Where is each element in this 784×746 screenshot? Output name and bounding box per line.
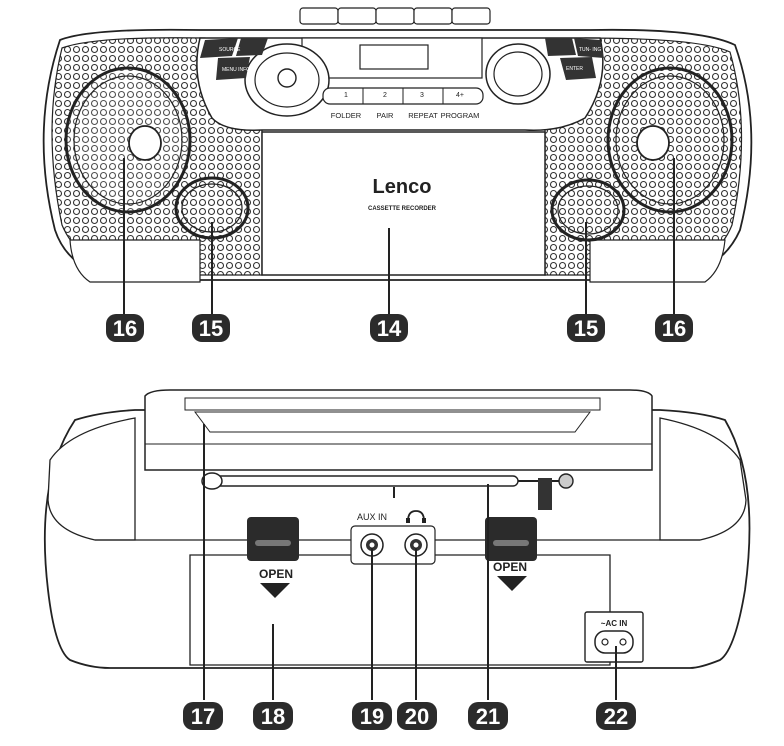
back-view: OPEN OPEN AUX IN xyxy=(43,389,751,730)
callout-18: 18 xyxy=(253,702,293,730)
program-label: PROGRAM xyxy=(441,111,480,120)
cassette-door xyxy=(261,131,546,276)
menu-info-label: MENU INFO xyxy=(222,67,250,73)
telescopic-antenna xyxy=(201,472,574,510)
cassette-recorder-label: CASSETTE RECORDER xyxy=(368,206,437,212)
back-callouts: 17 18 19 20 21 22 xyxy=(183,702,636,730)
svg-text:17: 17 xyxy=(191,704,215,729)
right-tweeter xyxy=(550,178,626,242)
preset-4-number: 4+ xyxy=(456,92,464,99)
preset-1-number: 1 xyxy=(344,92,348,99)
headphones-icon xyxy=(407,510,425,522)
right-foot xyxy=(589,239,726,283)
svg-text:14: 14 xyxy=(377,316,402,341)
open-label-right: OPEN xyxy=(493,560,527,574)
svg-text:15: 15 xyxy=(574,316,598,341)
ac-in-label: ~AC IN xyxy=(601,619,628,628)
battery-latch-left: OPEN xyxy=(247,517,299,598)
callout-22: 22 xyxy=(596,702,636,730)
left-woofer xyxy=(64,66,192,214)
callout-20: 20 xyxy=(397,702,437,730)
left-control-buttons: SOURCE MENU INFO xyxy=(200,38,268,80)
pair-label: PAIR xyxy=(377,111,395,120)
callout-14: 14 xyxy=(370,314,408,342)
repeat-label: REPEAT xyxy=(408,111,438,120)
svg-text:16: 16 xyxy=(113,316,137,341)
front-view: SOURCE MENU INFO TUN- ING ENTER 1 2 3 4+… xyxy=(42,7,753,342)
folder-label: FOLDER xyxy=(331,111,362,120)
right-woofer xyxy=(606,66,734,214)
headphone-jack xyxy=(404,533,428,557)
left-foot xyxy=(69,239,201,283)
enter-button-label: ENTER xyxy=(566,66,583,72)
ac-in-socket: ~AC IN xyxy=(584,611,644,663)
svg-text:15: 15 xyxy=(199,316,223,341)
power-button xyxy=(244,43,330,117)
open-label-left: OPEN xyxy=(259,567,293,581)
front-leader-lines xyxy=(123,158,675,318)
brand-logo: Lenco xyxy=(373,176,432,198)
back-leader-lines xyxy=(203,424,617,700)
svg-text:22: 22 xyxy=(604,704,628,729)
tuning-button-label: TUN- ING xyxy=(579,47,601,53)
volume-knob xyxy=(485,43,551,105)
preset-3-number: 3 xyxy=(420,92,424,99)
callout-19: 19 xyxy=(352,702,392,730)
svg-text:19: 19 xyxy=(360,704,384,729)
callout-16-left: 16 xyxy=(106,314,144,342)
callout-15-right: 15 xyxy=(567,314,605,342)
right-control-buttons: TUN- ING ENTER xyxy=(545,38,604,80)
callout-17: 17 xyxy=(183,702,223,730)
aux-in-label: AUX IN xyxy=(357,512,387,522)
battery-latch-right: OPEN xyxy=(485,517,537,591)
callout-16-right: 16 xyxy=(655,314,693,342)
svg-text:20: 20 xyxy=(405,704,429,729)
aux-in-jack xyxy=(360,533,384,557)
svg-text:18: 18 xyxy=(261,704,285,729)
preset-2-number: 2 xyxy=(383,92,387,99)
source-button-label: SOURCE xyxy=(219,47,241,53)
svg-text:16: 16 xyxy=(662,316,686,341)
callout-15-left: 15 xyxy=(192,314,230,342)
preset-buttons: 1 2 3 4+ FOLDER PAIR REPEAT PROGRAM xyxy=(322,87,484,120)
top-cassette-buttons xyxy=(299,7,491,25)
callout-21: 21 xyxy=(468,702,508,730)
svg-text:21: 21 xyxy=(476,704,500,729)
front-callouts: 16 15 14 15 16 xyxy=(106,314,693,342)
